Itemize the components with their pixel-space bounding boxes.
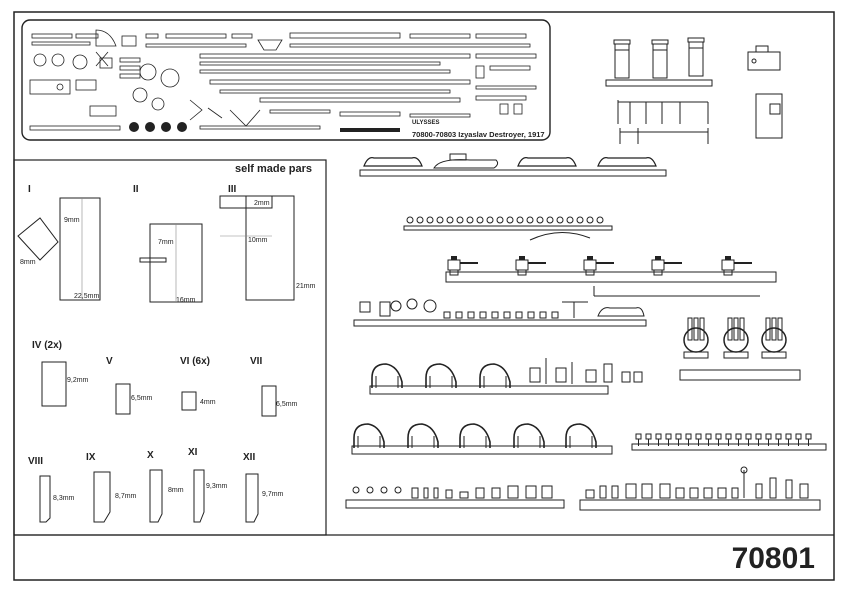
davits-row-upper — [369, 358, 643, 395]
part-I-dim3: 22,5mm — [74, 293, 99, 300]
part-I-dim1: 9mm — [64, 217, 80, 224]
small-fittings-row — [403, 216, 613, 241]
part-IV: IV (2x) 9,2mm — [32, 340, 89, 407]
vents-row — [345, 485, 565, 509]
self-made-parts-panel: self made pars — [13, 159, 327, 536]
part-VIII-label: VIII — [28, 456, 43, 467]
part-VII-label: VII — [250, 356, 262, 367]
part-I-dim2: 8mm — [20, 259, 36, 266]
part-XII: XII 9,7mm — [243, 452, 284, 523]
part-III-label: III — [228, 184, 237, 195]
boats-row — [359, 153, 667, 177]
davits-row-lower — [351, 423, 613, 455]
part-II-dim2: 16mm — [176, 297, 196, 304]
panel-title: self made pars — [235, 163, 312, 175]
part-III-dim2: 10mm — [248, 237, 268, 244]
part-X-dim1: 8mm — [168, 487, 184, 494]
part-III: III 2mm 10mm 21mm — [219, 184, 316, 301]
part-IV-label: IV (2x) — [32, 340, 62, 351]
guns-row — [445, 255, 777, 297]
sheet-code: 70801 — [732, 542, 815, 575]
part-I-label: I — [28, 184, 31, 195]
part-II-dim1: 7mm — [158, 239, 174, 246]
part-II: II 7mm 16mm — [133, 184, 203, 304]
part-VI-label: VI (6x) — [180, 356, 210, 367]
part-XII-dim1: 9,7mm — [262, 491, 284, 498]
part-III-dim3: 21mm — [296, 283, 316, 290]
part-I: I 9mm 8mm 22,5mm — [17, 184, 101, 301]
part-VI-dim1: 4mm — [200, 399, 216, 406]
part-IX-dim1: 8,7mm — [115, 493, 137, 500]
part-VII: VII 6,5mm — [250, 356, 298, 417]
part-V: V 6,5mm — [106, 356, 153, 415]
part-XII-label: XII — [243, 452, 255, 463]
part-VII-dim1: 6,5mm — [276, 401, 298, 408]
part-X: X 8mm — [147, 450, 184, 523]
part-II-label: II — [133, 184, 139, 195]
part-X-label: X — [147, 450, 154, 461]
part-V-label: V — [106, 356, 113, 367]
fret-caption: 70800-70803 Izyaslav Destroyer, 1917 — [412, 130, 545, 139]
small-bits-row — [631, 433, 827, 451]
part-XI: XI 9,3mm — [188, 447, 228, 523]
part-VI: VI (6x) 4mm — [180, 356, 216, 411]
part-IX: IX 8,7mm — [86, 452, 137, 523]
pe-fret: ULYSSES 70800-70803 Izyaslav Destroyer, … — [21, 19, 551, 141]
funnel-group — [605, 37, 713, 87]
part-VIII-dim1: 8,3mm — [53, 495, 75, 502]
fret-brand: ULYSSES — [412, 120, 439, 126]
part-VIII: VIII 8,3mm — [28, 456, 75, 523]
part-III-dim1: 2mm — [254, 200, 270, 207]
torpedo-tubes — [679, 317, 801, 381]
part-IX-label: IX — [86, 452, 96, 463]
masts-row — [579, 466, 821, 511]
part-XI-dim1: 9,3mm — [206, 483, 228, 490]
part-IV-dim1: 9,2mm — [67, 377, 89, 384]
bridge-parts — [617, 45, 783, 144]
part-XI-label: XI — [188, 447, 198, 458]
part-V-dim1: 6,5mm — [131, 395, 153, 402]
fittings-row — [353, 298, 647, 327]
